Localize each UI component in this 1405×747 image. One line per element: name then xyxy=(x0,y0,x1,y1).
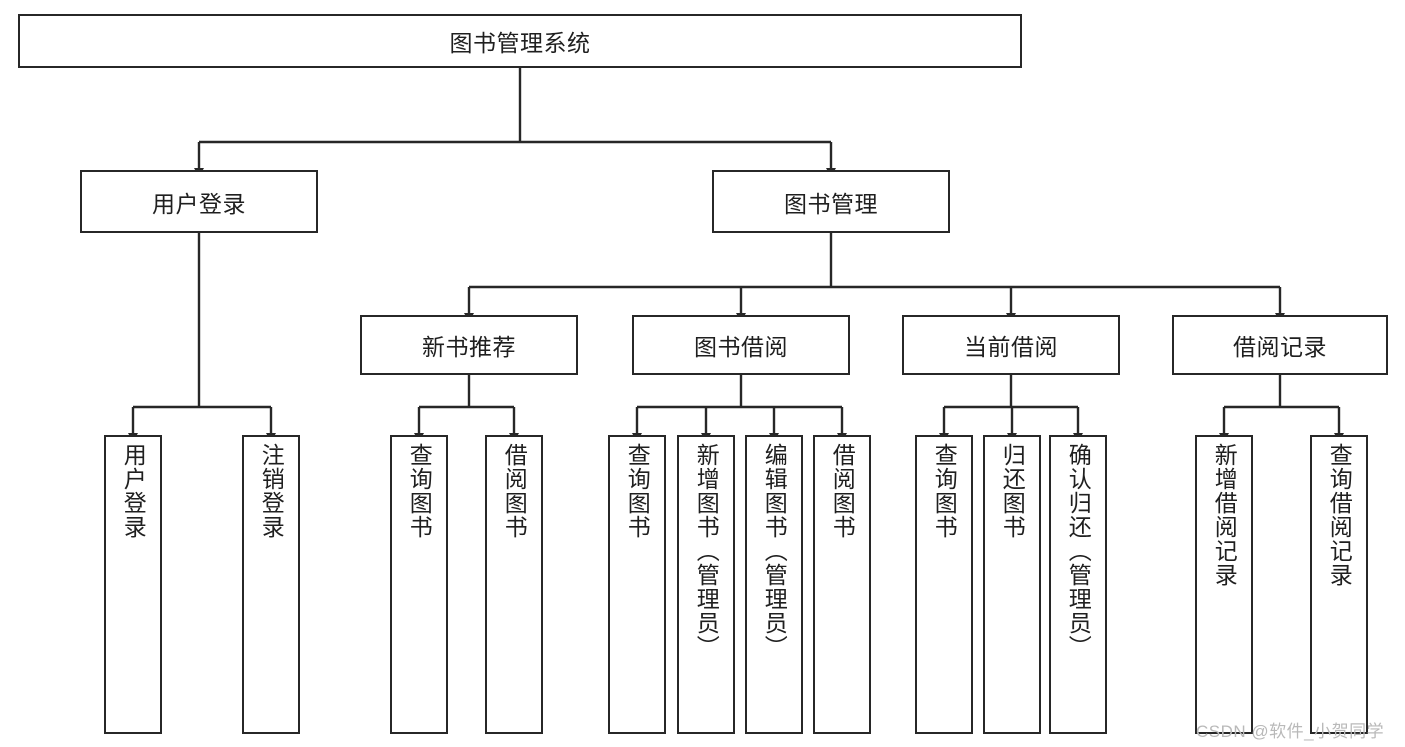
leaf-borrow-book-2-label: 借阅图书 xyxy=(829,443,856,539)
leaf-return-book-label: 归还图书 xyxy=(999,443,1026,539)
leaf-add-book-label: 新增图书（管理员） xyxy=(693,443,720,659)
node-borrow-record[interactable]: 借阅记录 xyxy=(1172,315,1388,375)
leaf-borrow-book-1[interactable]: 借阅图书 xyxy=(485,435,543,734)
node-user-login-label: 用户登录 xyxy=(152,190,246,217)
node-borrow-record-label: 借阅记录 xyxy=(1233,334,1327,360)
leaf-borrow-book-2[interactable]: 借阅图书 xyxy=(813,435,871,734)
leaf-edit-book[interactable]: 编辑图书（管理员） xyxy=(745,435,803,734)
leaf-return-book[interactable]: 归还图书 xyxy=(983,435,1041,734)
leaf-query-book-1-label: 查询图书 xyxy=(406,443,433,539)
leaf-user-login-label: 用户登录 xyxy=(120,443,147,539)
leaf-query-book-3[interactable]: 查询图书 xyxy=(915,435,973,734)
node-new-book-recommend-label: 新书推荐 xyxy=(422,334,516,360)
leaf-borrow-book-1-label: 借阅图书 xyxy=(501,443,528,539)
leaf-query-book-2-label: 查询图书 xyxy=(624,443,651,539)
node-current-borrow-label: 当前借阅 xyxy=(964,334,1058,360)
leaf-add-borrow-record-label: 新增借阅记录 xyxy=(1211,443,1238,587)
leaf-query-book-2[interactable]: 查询图书 xyxy=(608,435,666,734)
leaf-query-borrow-record[interactable]: 查询借阅记录 xyxy=(1310,435,1368,734)
leaf-add-borrow-record[interactable]: 新增借阅记录 xyxy=(1195,435,1253,734)
node-current-borrow[interactable]: 当前借阅 xyxy=(902,315,1120,375)
node-new-book-recommend[interactable]: 新书推荐 xyxy=(360,315,578,375)
node-book-manage-label: 图书管理 xyxy=(784,190,878,217)
node-root[interactable]: 图书管理系统 xyxy=(18,14,1022,68)
leaf-confirm-return[interactable]: 确认归还（管理员） xyxy=(1049,435,1107,734)
watermark: CSDN @软件_小贺同学 xyxy=(1196,722,1385,741)
leaf-confirm-return-label: 确认归还（管理员） xyxy=(1065,443,1092,659)
leaf-query-book-3-label: 查询图书 xyxy=(931,443,958,539)
node-user-login[interactable]: 用户登录 xyxy=(80,170,318,233)
leaf-logout[interactable]: 注销登录 xyxy=(242,435,300,734)
leaf-query-borrow-record-label: 查询借阅记录 xyxy=(1326,443,1353,587)
leaf-user-login[interactable]: 用户登录 xyxy=(104,435,162,734)
node-book-borrow-label: 图书借阅 xyxy=(694,334,788,360)
leaf-edit-book-label: 编辑图书（管理员） xyxy=(761,443,788,659)
node-book-borrow[interactable]: 图书借阅 xyxy=(632,315,850,375)
leaf-add-book[interactable]: 新增图书（管理员） xyxy=(677,435,735,734)
leaf-query-book-1[interactable]: 查询图书 xyxy=(390,435,448,734)
node-root-label: 图书管理系统 xyxy=(449,30,591,56)
node-book-manage[interactable]: 图书管理 xyxy=(712,170,950,233)
leaf-logout-label: 注销登录 xyxy=(258,443,285,539)
